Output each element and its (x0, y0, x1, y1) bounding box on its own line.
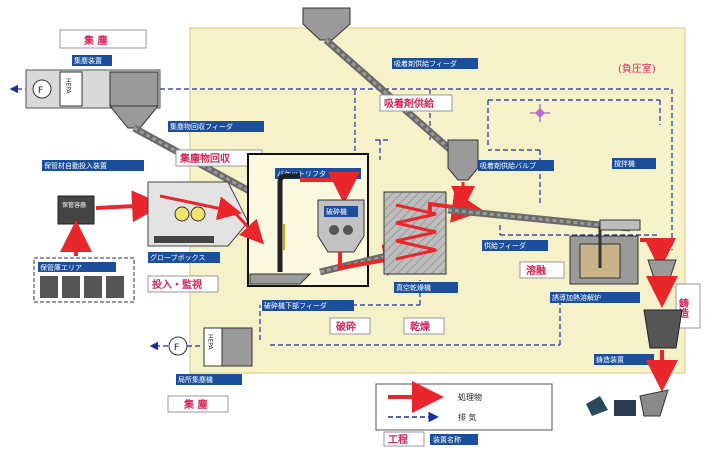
glove-port-2 (191, 207, 205, 221)
collector-body (110, 72, 158, 106)
below-feeder-tag-text: 破砕機下部フィーダ (264, 301, 327, 310)
storage-drum-4 (106, 276, 124, 298)
ingot-3 (640, 390, 668, 416)
local-collector-body (222, 328, 252, 366)
hepa-label-bottom: HEPA (207, 334, 214, 351)
dust-recovery-label: 集塵物回収 (179, 152, 231, 165)
caster-body (644, 310, 682, 348)
collector-hopper (110, 106, 158, 128)
agitator-head (600, 220, 640, 230)
hepa-label: HEPA (65, 78, 72, 95)
local-collector-tag-text: 局所集塵機 (178, 375, 213, 384)
room-label: (負圧室) (618, 62, 656, 75)
legend-material-label: 処理物 (458, 392, 482, 402)
lifter-bucket (250, 274, 310, 284)
ingot-1 (586, 396, 608, 416)
loading-section: 保管材自動投入装置 保管容器 保管庫エリア (34, 160, 156, 302)
crusher-tag-text: 破砕機 (326, 207, 347, 216)
storage-box (58, 196, 94, 224)
crush-label: 破砕 (336, 320, 356, 333)
storage-area-tag-text: 保管庫エリア (40, 263, 82, 272)
collect-label-top: 集 塵 (83, 34, 107, 47)
legend-device-tag-text: 装置名称 (433, 435, 461, 444)
legend-exhaust-label: 排 気 (458, 412, 477, 422)
dryer-tag-text: 真空乾燥機 (396, 283, 431, 292)
box-to-glovebox-arrow (96, 205, 156, 208)
crusher-roller-2 (343, 225, 353, 235)
storage-box-text: 保管容器 (62, 201, 86, 209)
melt-label: 溶融 (526, 264, 546, 277)
adsorbent-valve (448, 140, 478, 180)
storage-drum-3 (84, 276, 102, 298)
furnace-tag-text: 誘導加熱溶解炉 (552, 293, 601, 302)
glovebox-base (154, 236, 214, 243)
dust-feeder-tag-text: 集塵物回収フィーダ (170, 122, 233, 131)
dust-collector-tag-text: 集塵装置 (74, 56, 102, 65)
caster-tag-text: 鋳造装置 (596, 355, 624, 364)
auto-loader-tag-text: 保管材自動投入装置 (44, 161, 107, 170)
fan-label: F (38, 86, 43, 96)
dust-collector-unit: F HEPA 集 塵 集塵装置 (26, 30, 160, 128)
legend: 処理物 排 気 工程 装置名称 (376, 384, 552, 446)
storage-drum-2 (62, 276, 80, 298)
legend-box (376, 384, 552, 430)
crusher-roller-1 (329, 225, 339, 235)
glove-port-1 (175, 207, 189, 221)
load-monitor-label: 投入・監視 (152, 278, 202, 291)
adsorbent-valve-tag-text: 吸着剤供給バルブ (480, 161, 536, 170)
storage-drum-1 (40, 276, 58, 298)
collect-label-bottom: 集 塵 (183, 398, 207, 411)
glovebox-tag-text: グローブボックス (150, 253, 205, 262)
ingot-2 (614, 400, 636, 416)
main-feeder-tag-text: 供給フィーダ (484, 241, 526, 250)
legend-process-label: 工程 (388, 433, 408, 446)
dry-label: 乾燥 (410, 320, 431, 333)
adsorbent-feeder-tag-text: 吸着剤供給フィーダ (394, 59, 457, 68)
adsorbent-label: 吸着剤供給 (384, 97, 435, 110)
agitator-tag-text: 撹拌機 (614, 159, 635, 168)
fan-label-bottom: F (174, 343, 179, 353)
